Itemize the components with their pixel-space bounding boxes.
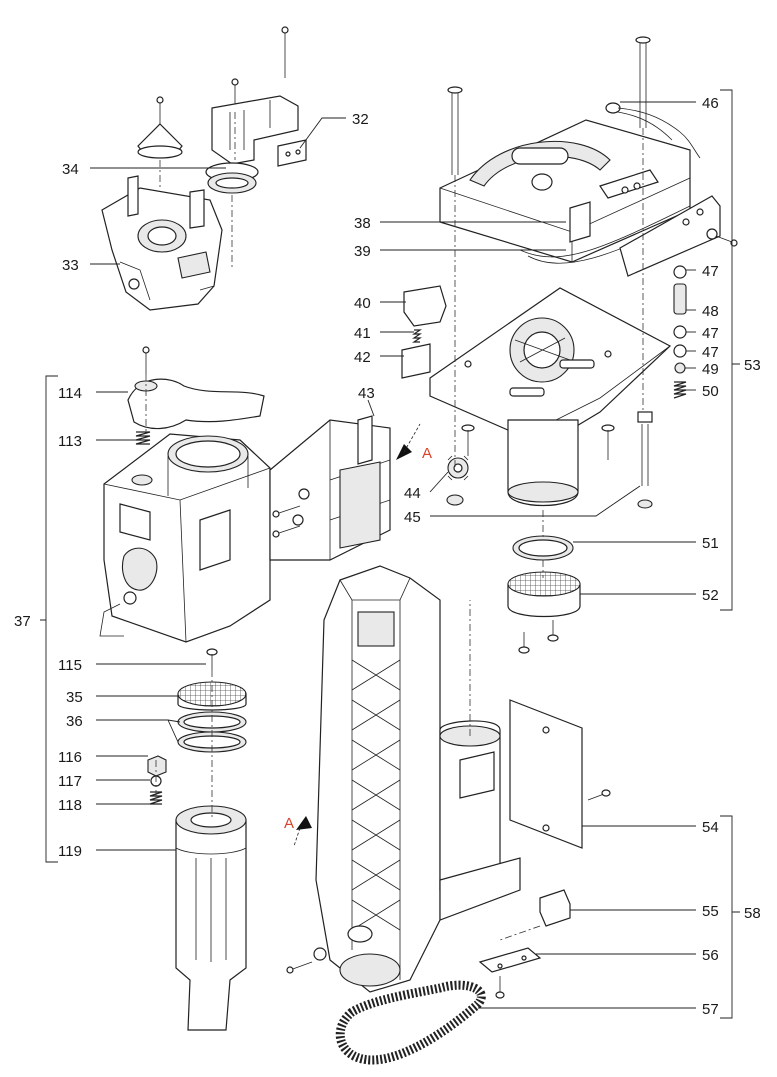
callout-47-lower: 47 <box>702 344 719 361</box>
callout-42: 42 <box>354 349 371 366</box>
callout-58: 58 <box>744 905 761 922</box>
screw-filter-right <box>547 620 559 642</box>
callout-37: 37 <box>14 613 31 630</box>
gasket-part-34 <box>205 162 259 194</box>
callout-labels: 32 34 33 46 38 39 47 48 47 47 49 50 53 4… <box>14 95 761 1018</box>
brew-cylinder-part-119 <box>175 805 247 1031</box>
callout-43: 43 <box>358 385 375 402</box>
lever-part-114 <box>127 378 265 430</box>
callout-118: 118 <box>58 797 82 814</box>
group-bracket-37 <box>40 375 58 863</box>
bracket-part-32-upper <box>211 95 299 165</box>
bolt-washer-lower <box>286 947 327 974</box>
center-column-assembly <box>286 565 611 1065</box>
top-left-assembly <box>101 26 307 311</box>
nut-part-45 <box>446 494 464 506</box>
clip-part-32 <box>277 139 307 167</box>
bracket-part-43 <box>357 415 373 465</box>
callout-34: 34 <box>62 161 79 178</box>
section-label-upper: A <box>422 445 432 462</box>
section-mark-lower: A <box>284 815 312 847</box>
screw-washer-upper <box>272 488 310 518</box>
brew-unit-assembly <box>99 346 391 1031</box>
callout-36: 36 <box>66 713 83 730</box>
bracket-part-40 <box>403 285 447 327</box>
callout-53: 53 <box>744 357 761 374</box>
circuit-board-part-54 <box>509 699 583 849</box>
callout-51: 51 <box>702 535 719 552</box>
callout-44: 44 <box>404 485 421 502</box>
gear-wheel <box>339 925 401 987</box>
plate-motor-assembly <box>401 128 687 654</box>
callout-39: 39 <box>354 243 371 260</box>
leader-lines <box>90 101 696 1009</box>
screw-filter-left <box>518 632 530 654</box>
callout-47-upper: 47 <box>702 263 719 280</box>
callout-57: 57 <box>702 1001 719 1018</box>
screw-board <box>587 789 611 801</box>
callout-55: 55 <box>702 903 719 920</box>
callout-32: 32 <box>352 111 369 128</box>
spring-part-113 <box>135 431 151 445</box>
callout-38: 38 <box>354 215 371 232</box>
screw-part-115 <box>206 648 218 670</box>
drive-motor <box>507 419 579 506</box>
clip-part-42 <box>401 343 431 379</box>
callout-33: 33 <box>62 257 79 274</box>
motor-body <box>439 720 521 921</box>
section-label-lower: A <box>284 815 294 832</box>
callout-40: 40 <box>354 295 371 312</box>
callout-35: 35 <box>66 689 83 706</box>
callout-117: 117 <box>58 773 82 790</box>
filter-part-52 <box>507 571 581 618</box>
callout-45: 45 <box>404 509 421 526</box>
callout-46: 46 <box>702 95 719 112</box>
ring-part-51 <box>512 535 574 561</box>
side-plate <box>619 195 721 277</box>
group-bracket-58 <box>720 815 740 1019</box>
screw-bracket <box>495 976 505 999</box>
callout-54: 54 <box>702 819 719 836</box>
screw-114-top <box>142 346 150 374</box>
main-column <box>315 565 441 993</box>
screw-side <box>706 228 738 247</box>
spring-part-41 <box>412 329 422 343</box>
callout-113: 113 <box>58 433 82 450</box>
callout-50: 50 <box>702 383 719 400</box>
callout-114: 114 <box>58 385 82 402</box>
callout-49: 49 <box>702 361 719 378</box>
callout-119: 119 <box>58 843 82 860</box>
nut-part-116 <box>147 755 167 777</box>
long-bolt-left <box>447 86 463 175</box>
screw-under-plate-left <box>461 424 475 456</box>
callout-56: 56 <box>702 947 719 964</box>
group-bracket-53 <box>720 89 740 611</box>
drive-belt-part-57 <box>335 980 486 1065</box>
callout-52: 52 <box>702 587 719 604</box>
section-mark-upper: A <box>396 423 432 462</box>
callout-47-middle: 47 <box>702 325 719 342</box>
switch-part-55 <box>539 889 571 927</box>
callout-116: 116 <box>58 749 82 766</box>
callout-41: 41 <box>354 325 371 342</box>
spring-part-118 <box>149 791 163 805</box>
valve-stack-47-50 <box>673 265 687 399</box>
pin-part <box>637 411 653 509</box>
callout-115: 115 <box>58 657 82 674</box>
screw-under-plate-right <box>601 424 615 460</box>
callout-48: 48 <box>702 303 719 320</box>
screw-washer-lower <box>272 514 304 538</box>
gear-part-44 <box>447 455 469 481</box>
bracket-part-56 <box>478 947 542 973</box>
heating-element-part-46 <box>605 102 701 159</box>
top-right-assembly <box>439 36 738 277</box>
screw-32-top <box>281 26 289 78</box>
housing-part-33 <box>101 175 223 311</box>
